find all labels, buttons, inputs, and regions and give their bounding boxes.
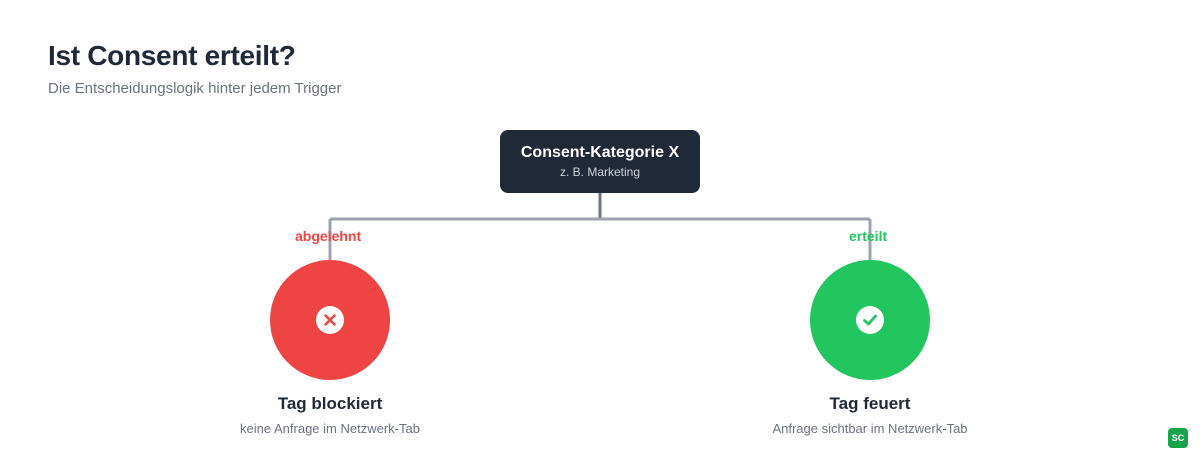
branch-label-granted: erteilt — [849, 228, 888, 244]
fires-outcome-subtitle: Anfrage sichtbar im Netzwerk-Tab — [772, 421, 968, 436]
logo-badge: SC — [1168, 428, 1188, 448]
blocked-outcome: Tag blockiert keine Anfrage im Netzwerk-… — [170, 393, 490, 437]
fires-outcome-circle — [810, 260, 930, 380]
blocked-outcome-title: Tag blockiert — [277, 394, 383, 413]
fires-outcome-title: Tag feuert — [829, 394, 911, 413]
root-node: Consent-Kategorie X z. B. Marketing — [500, 130, 700, 193]
page-subtitle: Die Entscheidungslogik hinter jedem Trig… — [48, 80, 342, 97]
root-node-subtitle: z. B. Marketing — [559, 165, 641, 179]
page-title: Ist Consent erteilt? — [48, 40, 296, 71]
blocked-outcome-subtitle: keine Anfrage im Netzwerk-Tab — [240, 421, 420, 436]
root-node-title: Consent-Kategorie X — [520, 144, 680, 161]
blocked-outcome-circle — [270, 260, 390, 380]
branch-label-rejected: abgelehnt — [295, 228, 362, 244]
x-icon — [316, 306, 344, 334]
fires-outcome: Tag feuert Anfrage sichtbar im Netzwerk-… — [710, 393, 1030, 437]
check-icon — [856, 306, 884, 334]
